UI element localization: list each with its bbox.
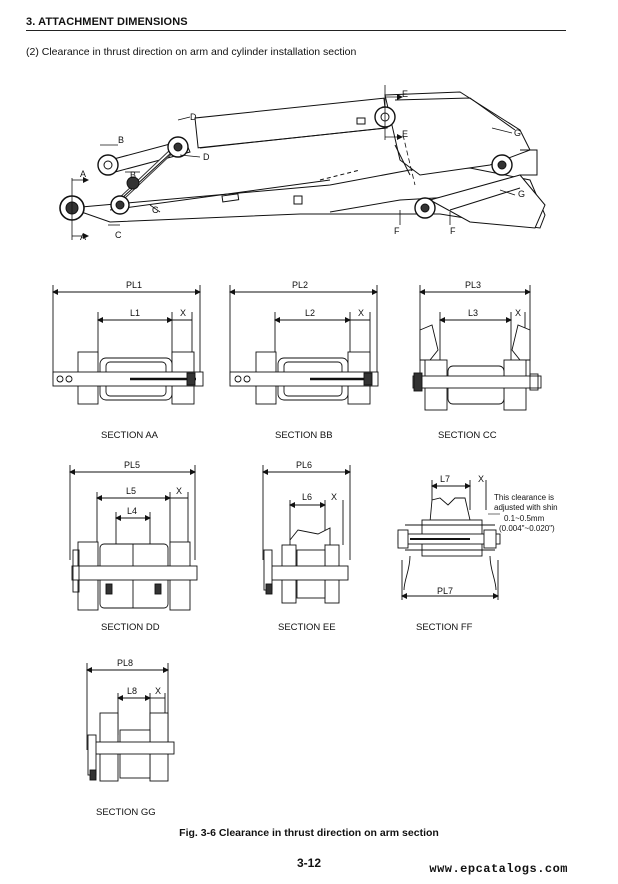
section-bb-l: L2 bbox=[305, 308, 315, 318]
section-dd-l2: L4 bbox=[127, 506, 137, 516]
section-aa-labels: PL1 L1 X SECTION AA bbox=[101, 280, 186, 441]
section-dd-l: L5 bbox=[126, 486, 136, 496]
section-ff-note: 0.1~0.5mm bbox=[504, 514, 545, 523]
section-dd-x: X bbox=[176, 486, 182, 496]
section-ff-note: adjusted with shin bbox=[494, 503, 558, 512]
section-cc bbox=[412, 285, 542, 411]
section-cc-pl: PL3 bbox=[465, 280, 481, 290]
section-gg-l: L8 bbox=[127, 686, 137, 696]
section-bb-title: SECTION BB bbox=[275, 430, 333, 441]
section-dd-pl: PL5 bbox=[124, 460, 140, 470]
section-aa-x: X bbox=[180, 308, 186, 318]
section-ff-x: X bbox=[478, 474, 484, 484]
section-dd bbox=[69, 465, 198, 611]
section-gg-pl: PL8 bbox=[117, 658, 133, 668]
arm-label: B bbox=[130, 170, 136, 180]
section-ff-note: This clearance is bbox=[494, 493, 554, 502]
section-ee-title: SECTION EE bbox=[278, 622, 336, 633]
section-dd-labels: PL5 L5 L4 X SECTION DD bbox=[101, 460, 182, 633]
section-gg-labels: PL8 L8 X SECTION GG bbox=[96, 658, 161, 818]
arm-label: B bbox=[118, 135, 124, 145]
section-ff-note: (0.004"~0.020") bbox=[499, 524, 555, 533]
arm-label: C bbox=[152, 205, 159, 215]
section-bb bbox=[229, 285, 379, 405]
arm-label: D bbox=[190, 112, 197, 122]
arm-label: C bbox=[115, 230, 122, 240]
arm-label: G bbox=[514, 128, 521, 138]
section-ee-l: L6 bbox=[302, 492, 312, 502]
arm-label: F bbox=[394, 226, 400, 236]
section-cc-title: SECTION CC bbox=[438, 430, 497, 441]
section-cc-labels: PL3 L3 X SECTION CC bbox=[438, 280, 521, 441]
section-ee bbox=[262, 465, 351, 604]
page-number: 3-12 bbox=[296, 856, 322, 870]
watermark: www.epcatalogs.com bbox=[429, 862, 568, 876]
page-header: 3. ATTACHMENT DIMENSIONS bbox=[26, 16, 566, 31]
subtitle: (2) Clearance in thrust direction on arm… bbox=[26, 46, 357, 58]
section-ee-labels: PL6 L6 X SECTION EE bbox=[278, 460, 337, 633]
section-aa-pl: PL1 bbox=[126, 280, 142, 290]
section-ff-labels: L7 X This clearance is adjusted with shi… bbox=[416, 474, 558, 633]
section-bb-labels: PL2 L2 X SECTION BB bbox=[275, 280, 364, 441]
section-gg-x: X bbox=[155, 686, 161, 696]
section-ff bbox=[397, 480, 501, 600]
section-aa-title: SECTION AA bbox=[101, 430, 159, 441]
arm-drawing bbox=[59, 85, 546, 240]
section-bb-pl: PL2 bbox=[292, 280, 308, 290]
section-ee-pl: PL6 bbox=[296, 460, 312, 470]
arm-section-labels: A A B B C C D D E E F F G G bbox=[80, 89, 525, 242]
figure-caption: Fig. 3-6 Clearance in thrust direction o… bbox=[179, 827, 439, 839]
arm-label: E bbox=[402, 89, 408, 99]
section-gg-title: SECTION GG bbox=[96, 807, 156, 818]
section-cc-l: L3 bbox=[468, 308, 478, 318]
section-dd-title: SECTION DD bbox=[101, 622, 160, 633]
arm-label: F bbox=[450, 226, 456, 236]
section-aa bbox=[52, 285, 204, 405]
section-ff-l: L7 bbox=[440, 474, 450, 484]
section-ee-x: X bbox=[331, 492, 337, 502]
arm-label: D bbox=[203, 152, 210, 162]
arm-label: E bbox=[402, 129, 408, 139]
arm-label: A bbox=[80, 169, 86, 179]
section-ff-pl: PL7 bbox=[437, 586, 453, 596]
arm-label: A bbox=[80, 232, 86, 242]
section-cc-x: X bbox=[515, 308, 521, 318]
arm-label: G bbox=[518, 189, 525, 199]
section-bb-x: X bbox=[358, 308, 364, 318]
section-aa-l: L1 bbox=[130, 308, 140, 318]
section-ff-title: SECTION FF bbox=[416, 622, 473, 633]
section-gg bbox=[86, 663, 175, 782]
